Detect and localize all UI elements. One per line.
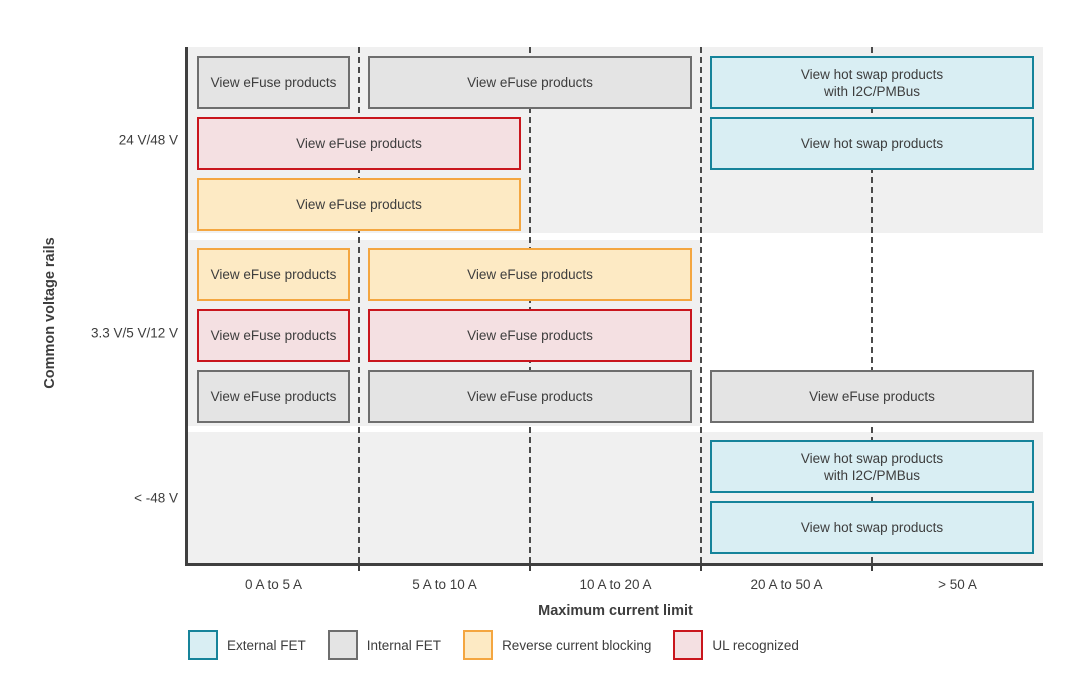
legend-label: Internal FET (366, 637, 442, 653)
column-divider-dashed-line (358, 47, 360, 563)
x-axis-tick-label: > 50 A (938, 577, 977, 592)
product-link-label: View hot swap products (800, 66, 944, 82)
x-axis-tick (529, 566, 531, 571)
product-link-label: View eFuse products (210, 75, 337, 90)
product-link-label: View eFuse products (296, 197, 422, 212)
product-link-label: View eFuse products (296, 136, 422, 151)
column-divider-dashed-line (529, 47, 531, 563)
legend-swatch-internal-fet (327, 630, 358, 660)
y-axis-category-label: 3.3 V/5 V/12 V (90, 325, 178, 341)
product-hot-swap-link[interactable]: View hot swap products (710, 117, 1034, 170)
legend-label: External FET (227, 637, 306, 653)
product-efuse-link[interactable]: View eFuse products (710, 370, 1034, 423)
y-axis-title: Common voltage rails (42, 237, 58, 389)
legend-item-external-fet: External FET (188, 630, 306, 660)
x-axis-tick-label: 0 A to 5 A (244, 577, 303, 592)
legend-label: UL recognized (712, 637, 799, 653)
x-axis-tick-label: 20 A to 50 A (750, 577, 823, 592)
y-axis-line (185, 47, 188, 566)
legend-swatch-external-fet (188, 630, 218, 660)
column-divider-dashed-line (871, 47, 873, 563)
x-axis-tick-label: 5 A to 10 A (412, 577, 477, 592)
column-divider-dashed-line (700, 47, 702, 563)
legend: External FET Internal FET Reverse current … (188, 630, 799, 660)
legend-item-ul-recognized: UL recognized (673, 630, 799, 660)
x-axis-tick (871, 566, 873, 571)
product-efuse-link[interactable]: View eFuse products (197, 370, 350, 423)
product-efuse-link[interactable]: View eFuse products (197, 248, 350, 301)
product-link-label: with I2C/PMBus (823, 83, 921, 99)
product-efuse-link[interactable]: View eFuse products (368, 309, 692, 362)
product-link-label: with I2C/PMBus (823, 467, 921, 483)
product-efuse-link[interactable]: View eFuse products (197, 56, 350, 109)
legend-item-internal-fet: Internal FET (327, 630, 442, 660)
x-axis-tick-label: 10 A to 20 A (579, 577, 652, 592)
product-link-label: View eFuse products (809, 389, 935, 404)
product-efuse-link[interactable]: View eFuse products (368, 56, 692, 109)
product-link-label: View eFuse products (210, 328, 337, 343)
product-link-label: View eFuse products (210, 267, 337, 282)
legend-swatch-ul-recognized (673, 630, 704, 660)
product-efuse-link[interactable]: View eFuse products (197, 117, 521, 170)
x-axis-tick (700, 566, 702, 571)
product-link-label: View eFuse products (467, 328, 593, 343)
product-efuse-link[interactable]: View eFuse products (368, 370, 692, 423)
product-link-label: View eFuse products (467, 75, 593, 90)
y-axis-category-label: < -48 V (134, 490, 178, 505)
x-axis-tick (358, 566, 360, 571)
product-link-label: View eFuse products (467, 389, 593, 404)
product-link-label: View eFuse products (210, 389, 337, 404)
product-efuse-link[interactable]: View eFuse products (197, 178, 521, 231)
x-axis-title: Maximum current limit (538, 603, 693, 619)
product-hot-swap-link[interactable]: View hot swap products (710, 501, 1034, 554)
product-link-label: View hot swap products (800, 520, 944, 535)
product-efuse-link[interactable]: View eFuse products (197, 309, 350, 362)
legend-label: Reverse current blocking (502, 637, 652, 653)
product-efuse-link[interactable]: View eFuse products (368, 248, 692, 301)
x-axis-line (185, 563, 1043, 566)
product-link-label: View hot swap products (800, 136, 944, 151)
y-axis-category-label: 24 V/48 V (118, 132, 178, 148)
legend-swatch-reverse-current-blocking (463, 630, 494, 660)
legend-item-reverse-current-blocking: Reverse current blocking (463, 630, 651, 660)
product-link-label: View hot swap products (800, 450, 944, 466)
product-link-label: View eFuse products (467, 267, 593, 282)
